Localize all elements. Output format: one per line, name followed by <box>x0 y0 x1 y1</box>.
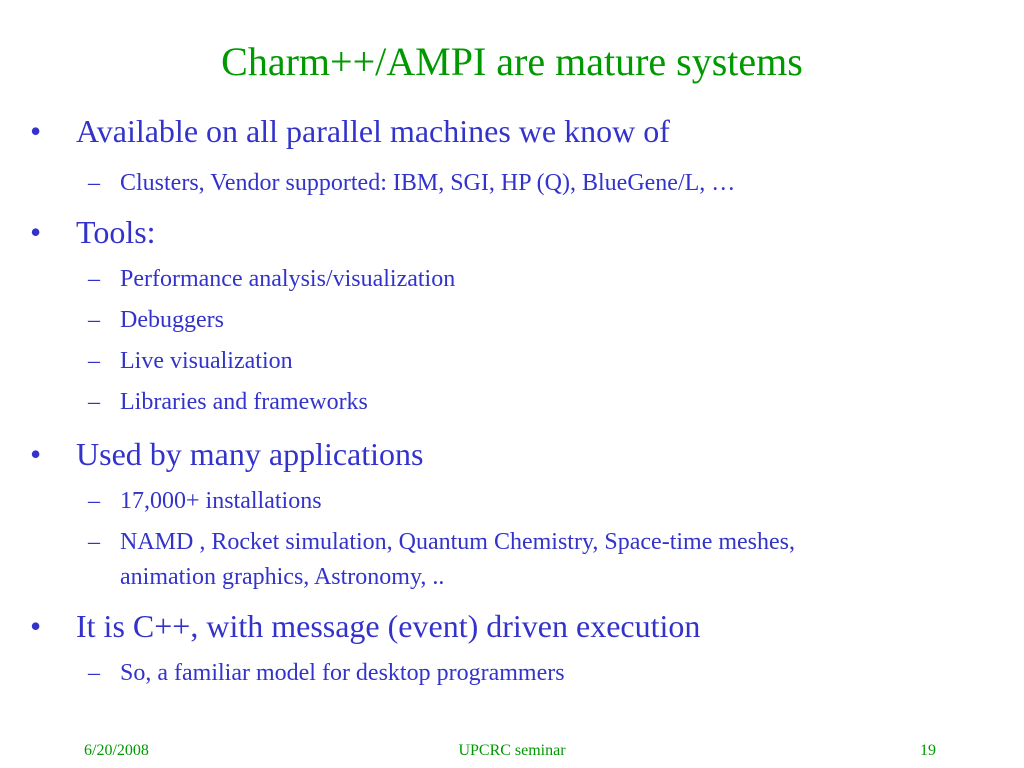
footer-date: 6/20/2008 <box>84 742 149 759</box>
bullet-icon: • <box>30 436 42 472</box>
sub-item-text: 17,000+ installations <box>120 488 322 514</box>
sub-item-text: Clusters, Vendor supported: IBM, SGI, HP… <box>120 170 736 196</box>
dash-icon: – <box>88 488 100 514</box>
sub-item-text: Performance analysis/visualization <box>120 266 456 292</box>
sub-item-text: So, a familiar model for desktop program… <box>120 660 565 686</box>
bullet-icon: • <box>30 113 42 149</box>
sub-item-text: Debuggers <box>120 307 224 333</box>
dash-icon: – <box>88 348 100 374</box>
bullet-text: Tools: <box>76 214 156 250</box>
bullet-icon: • <box>30 608 42 644</box>
dash-icon: – <box>88 307 100 333</box>
dash-icon: – <box>88 529 100 555</box>
slide-title: Charm++/AMPI are mature systems <box>221 39 803 84</box>
footer-page-number: 19 <box>920 742 936 759</box>
bullet-text: It is C++, with message (event) driven e… <box>76 608 701 644</box>
sub-item-text: NAMD , Rocket simulation, Quantum Chemis… <box>120 529 796 555</box>
dash-icon: – <box>88 389 100 415</box>
bullet-text: Used by many applications <box>76 436 424 472</box>
bullet-icon: • <box>30 214 42 250</box>
bullet-text: Available on all parallel machines we kn… <box>76 113 670 149</box>
footer-event: UPCRC seminar <box>458 742 566 759</box>
dash-icon: – <box>88 660 100 686</box>
dash-icon: – <box>88 266 100 292</box>
dash-icon: – <box>88 170 100 196</box>
sub-item-text: Live visualization <box>120 348 293 374</box>
sub-item-text: Libraries and frameworks <box>120 389 368 415</box>
sub-item-text: animation graphics, Astronomy, .. <box>120 564 445 590</box>
